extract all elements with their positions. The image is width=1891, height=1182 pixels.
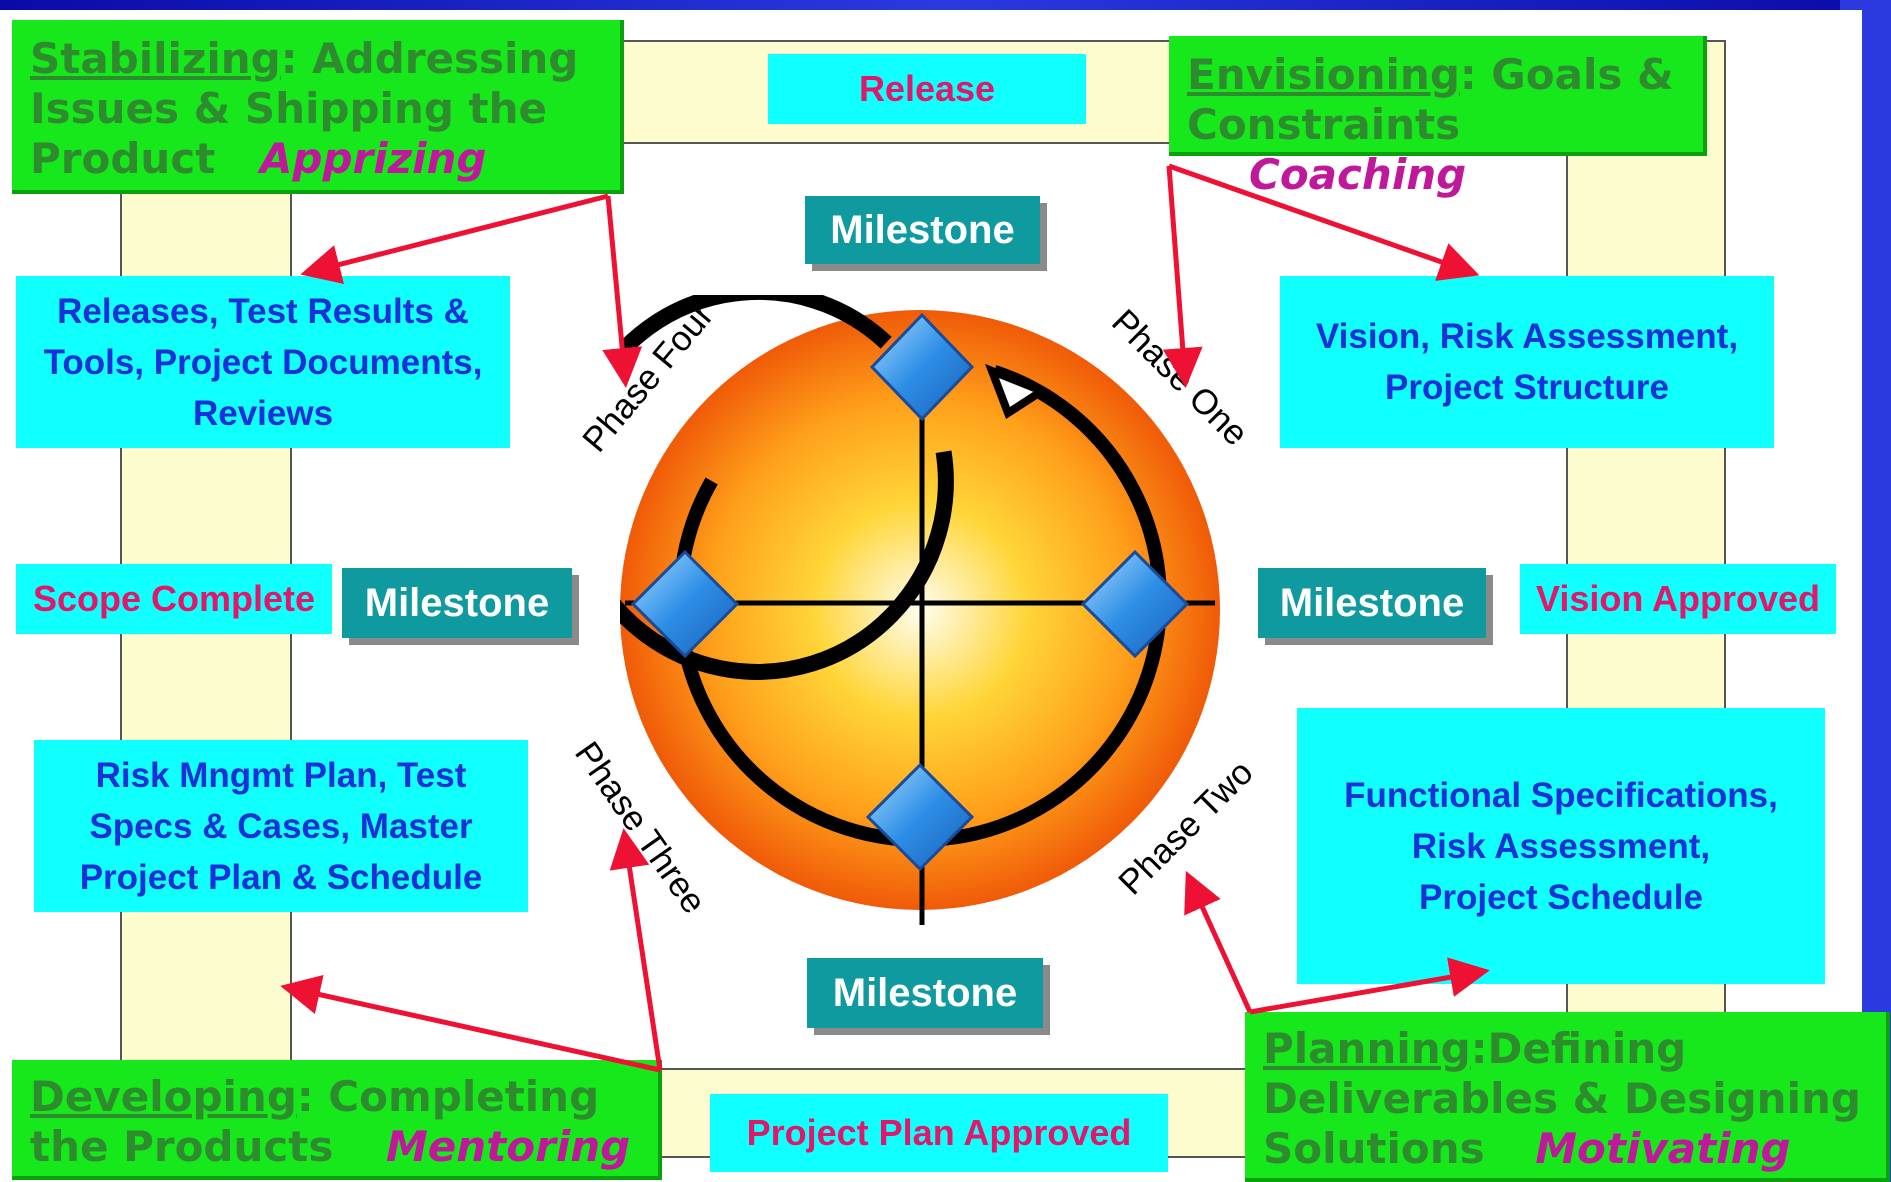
- arrow-envisioning-to-phase-one: [1162, 165, 1203, 388]
- right-border-gap: [1840, 10, 1862, 1182]
- phase-desc-stabilizing: : Addressing Issues & Shipping the Produ…: [30, 34, 579, 183]
- cycle-ring: [620, 295, 954, 680]
- deliverable-line: Project Plan & Schedule: [79, 857, 483, 897]
- milestone-name-bottom: Project Plan Approved: [710, 1094, 1168, 1172]
- phase-name-planning: Planning: [1263, 1024, 1471, 1073]
- milestone-label-left: Milestone: [342, 568, 572, 638]
- phase-box-planning: Planning:Defining Deliverables & Designi…: [1245, 1012, 1890, 1182]
- role-planning: Motivating: [1535, 1124, 1791, 1173]
- arrow-stabilizing-to-phase-four: [602, 195, 643, 388]
- deliverable-line: Project Structure: [1385, 368, 1669, 407]
- deliverable-line: Project Schedule: [1419, 877, 1703, 917]
- milestone-diamond-right: [1080, 549, 1190, 659]
- phase-desc-planning: :Defining Deliverables & Designing Solut…: [1263, 1024, 1861, 1173]
- deliverables-envisioning: Vision, Risk Assessment, Project Structu…: [1280, 276, 1774, 448]
- milestone-label-top: Milestone: [805, 196, 1040, 264]
- phase-box-developing: Developing: Completing the Products Ment…: [12, 1060, 662, 1180]
- role-stabilizing: Apprizing: [259, 134, 487, 183]
- deliverable-line: Specs & Cases, Master: [89, 806, 473, 846]
- cycle-arrowhead: [985, 363, 1051, 420]
- milestone-diamond-top: [869, 312, 975, 422]
- top-border-strip: [0, 0, 1891, 10]
- phase-desc-envisioning: : Goals & Constraints: [1187, 50, 1674, 149]
- arrow-planning-to-phase-two: [1184, 870, 1253, 1014]
- phase-box-envisioning: Envisioning: Goals & Constraints Coachin…: [1169, 36, 1707, 199]
- deliverables-stabilizing: Releases, Test Results & Tools, Project …: [16, 276, 510, 448]
- milestone-diamond-left: [630, 549, 740, 659]
- phase-desc-developing: : Completing the Products: [30, 1072, 600, 1171]
- phase-name-stabilizing: Stabilizing: [30, 34, 281, 83]
- deliverables-developing: Risk Mngmt Plan, Test Specs & Cases, Mas…: [34, 740, 528, 912]
- deliverable-line: Releases, Test Results &: [57, 291, 469, 331]
- deliverable-line: Reviews: [192, 393, 334, 433]
- arrow-stabilizing-to-deliverables: [300, 193, 609, 284]
- milestone-label-bottom: Milestone: [807, 958, 1043, 1028]
- role-envisioning: Coaching: [1249, 150, 1467, 199]
- milestone-name-right: Vision Approved: [1520, 564, 1836, 634]
- deliverable-line: Tools, Project Documents,: [43, 342, 483, 382]
- milestone-name-left: Scope Complete: [16, 564, 332, 634]
- deliverable-line: Vision, Risk Assessment,: [1315, 317, 1739, 356]
- deliverable-line: Risk Assessment,: [1411, 826, 1711, 866]
- role-developing: Mentoring: [386, 1122, 631, 1171]
- arrow-planning-to-deliverables: [1249, 957, 1490, 1015]
- phase-name-developing: Developing: [30, 1072, 297, 1121]
- milestone-label-right: Milestone: [1258, 568, 1486, 638]
- deliverables-planning: Functional Specifications, Risk Assessme…: [1297, 708, 1825, 984]
- deliverable-line: Functional Specifications,: [1344, 775, 1778, 815]
- arrow-developing-to-phase-three: [609, 828, 663, 1071]
- phase-box-stabilizing: Stabilizing: Addressing Issues & Shippin…: [12, 20, 624, 194]
- milestone-diamond-bottom: [865, 762, 975, 872]
- milestone-name-top: Release: [768, 54, 1086, 124]
- arrow-envisioning-to-deliverables: [1168, 163, 1480, 281]
- cycle-diagram: [620, 295, 1220, 925]
- phase-name-envisioning: Envisioning: [1187, 50, 1460, 99]
- deliverable-line: Risk Mngmt Plan, Test: [95, 755, 467, 795]
- arrow-developing-to-deliverables: [280, 974, 661, 1073]
